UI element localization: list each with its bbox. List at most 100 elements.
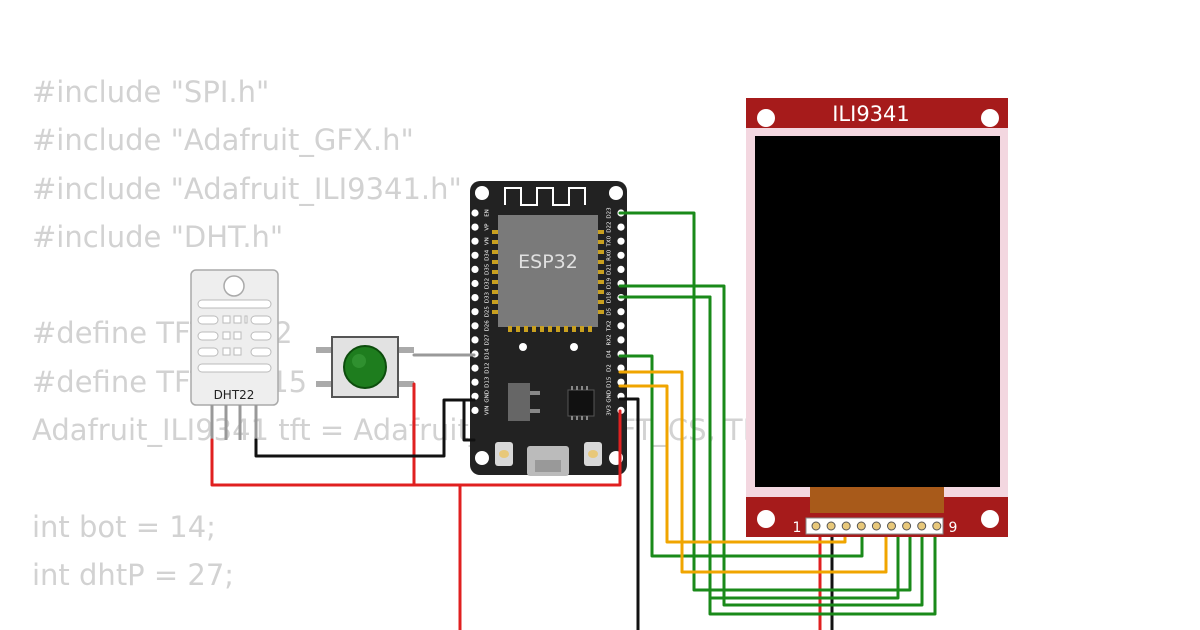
esp32-pin-label: D33 (485, 291, 491, 303)
boot-button[interactable] (495, 442, 513, 466)
esp32-pin-label: EN (485, 209, 491, 217)
esp32-pin-label: GND (607, 390, 613, 403)
esp32-module-pins (492, 230, 604, 332)
esp32-pin-label: TX2 (607, 320, 613, 332)
display-pin[interactable] (871, 521, 881, 531)
display-pin[interactable] (902, 521, 912, 531)
esp32-pin[interactable] (617, 336, 625, 344)
wire-d23 (618, 211, 912, 592)
esp32-pin-label: D23 (607, 207, 613, 219)
esp32-pin[interactable] (471, 322, 479, 330)
esp32-pin-label: D18 (607, 291, 613, 303)
display-pin[interactable] (932, 521, 942, 531)
code-line: #include "SPI.h" (32, 75, 270, 109)
display-pins (811, 521, 942, 531)
display-pin[interactable] (917, 521, 927, 531)
esp32-pin-label: VIN (485, 406, 491, 416)
esp32-pin[interactable] (617, 364, 625, 372)
esp32-pin-label: D14 (485, 348, 491, 360)
wire-dht-gnd (254, 398, 476, 458)
esp32-usb-chip (567, 389, 595, 417)
dht22-vents (197, 299, 272, 373)
display-pin[interactable] (841, 521, 851, 531)
esp32-pin-label: VN (485, 237, 491, 245)
esp32-regulator (508, 383, 530, 421)
esp32-pin[interactable] (471, 279, 479, 288)
wire-dht-vcc (210, 438, 416, 487)
en-button[interactable] (584, 442, 602, 466)
esp32-pin-label: D2 (607, 364, 613, 372)
esp32-pin-label: D5 (607, 307, 613, 315)
esp32-pin[interactable] (617, 237, 625, 245)
esp32-pin-label: D27 (485, 334, 491, 346)
esp32-pin[interactable] (617, 251, 625, 259)
dht22-label: DHT22 (214, 388, 255, 402)
esp32-pin-label: D15 (607, 376, 613, 388)
esp32-pin-label: D4 (607, 350, 613, 358)
wire-esp-gnd-left (462, 398, 476, 442)
esp32-pin-label: RX2 (607, 334, 613, 345)
esp32-pin-label: D25 (485, 306, 491, 318)
esp32-pin[interactable] (471, 364, 479, 372)
esp32-pin[interactable] (471, 294, 479, 302)
esp32-pin[interactable] (617, 378, 625, 386)
display-pin[interactable] (856, 521, 866, 531)
esp32-pin[interactable] (471, 237, 479, 245)
esp32-pin-label: D12 (485, 362, 491, 373)
wire-d2 (618, 370, 888, 574)
esp32-pin-label: D35 (485, 263, 491, 275)
esp32-pin-label: D22 (607, 221, 613, 232)
code-line: int dhtP = 27; (32, 557, 235, 592)
esp32-pin-label: D21 (607, 264, 613, 275)
esp32-pin[interactable] (471, 378, 479, 386)
esp32-pin-label: RX0 (607, 249, 613, 261)
esp32-pin[interactable] (471, 336, 479, 344)
esp32-pin[interactable] (617, 265, 625, 273)
esp32-pin[interactable] (617, 322, 625, 330)
display-ribbon (810, 487, 944, 513)
display-label: ILI9341 (832, 102, 910, 126)
esp32-label: ESP32 (518, 251, 578, 273)
wire-miso (708, 295, 937, 616)
esp32-antenna (504, 187, 586, 206)
esp32-pin[interactable] (471, 308, 479, 316)
esp32-pin-label: 3V3 (607, 405, 613, 416)
display-pin[interactable] (811, 521, 821, 531)
esp32-pin[interactable] (471, 251, 479, 259)
code-line: #include "DHT.h" (32, 219, 284, 254)
esp32-pin[interactable] (471, 265, 479, 273)
esp32-pin-label: D32 (485, 278, 491, 289)
esp32-right-header: D23D22TX0RX0D21D19D18D5TX2RX2D4D2D15GND3… (607, 207, 625, 416)
wire-3v3-bus (412, 409, 622, 487)
push-button[interactable] (316, 336, 414, 398)
code-line: #include "Adafruit_ILI9341.h" (32, 171, 462, 206)
esp32-pin-label: GND (485, 390, 491, 403)
esp32-chip-legs (571, 386, 588, 420)
wire-d15 (618, 384, 847, 544)
esp32-pin-label: D26 (485, 320, 491, 332)
display-pin-first-label: 1 (793, 520, 802, 536)
esp32-pin-label: D13 (485, 376, 491, 388)
dht22-sensor[interactable]: DHT22 (190, 269, 279, 440)
display-pin[interactable] (887, 521, 896, 531)
esp32-pin-label: TX0 (607, 235, 613, 247)
esp32-module (498, 215, 598, 327)
esp32-pin[interactable] (471, 209, 479, 217)
esp32-pin-label: D34 (485, 249, 491, 261)
esp32-pin[interactable] (471, 392, 479, 400)
esp32-pin[interactable] (617, 308, 625, 316)
display-screen (755, 136, 1000, 487)
esp32-pin[interactable] (471, 223, 479, 231)
esp32-pin[interactable] (617, 223, 625, 231)
dht22-grid (222, 315, 248, 356)
ili9341-display[interactable]: ILI9341 1 9 (746, 98, 1008, 537)
esp32-pin[interactable] (471, 406, 479, 414)
code-line: int bot = 14; (32, 509, 216, 544)
display-pin[interactable] (826, 521, 836, 531)
wires (210, 211, 937, 630)
dht22-pins (210, 405, 258, 440)
wire-display-gnd (618, 397, 640, 630)
esp32-left-header: ENVPVND34D35D32D33D25D26D27D14D12D13GNDV… (471, 209, 491, 416)
